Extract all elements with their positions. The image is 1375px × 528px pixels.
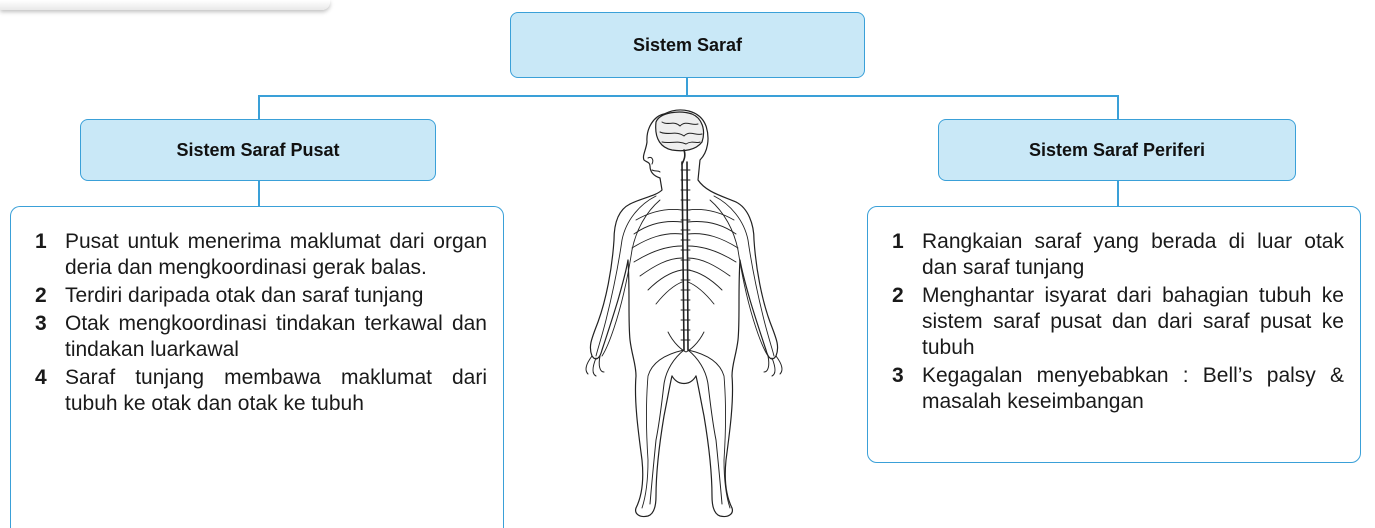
item-text: Kegagalan menyebabkan : Bell’s palsy & m… [922, 363, 1344, 415]
list-item: 3 Kegagalan menyebabkan : Bell’s palsy & … [892, 363, 1344, 415]
item-number: 1 [35, 229, 57, 255]
list-item: 1 Rangkaian saraf yang berada di luar ota… [892, 229, 1344, 281]
item-number: 3 [35, 311, 57, 337]
connector-root-down [686, 77, 688, 96]
page-tab-decoration [0, 0, 330, 10]
cns-title: Sistem Saraf Pusat [176, 140, 339, 161]
item-text: Saraf tunjang membawa maklumat dari tubu… [65, 365, 487, 417]
connector-left-down [258, 95, 260, 119]
item-text: Menghantar isyarat dari bahagian tubuh k… [922, 283, 1344, 361]
connector-right-panel [1117, 180, 1119, 207]
cns-list: 1 Pusat untuk menerima maklumat dari orga… [35, 229, 487, 417]
cns-node: Sistem Saraf Pusat [80, 119, 436, 181]
pns-node: Sistem Saraf Periferi [938, 119, 1296, 181]
item-text: Terdiri daripada otak dan saraf tunjang [65, 283, 487, 309]
root-node: Sistem Saraf [510, 12, 865, 78]
item-text: Otak mengkoordinasi tindakan terkawal da… [65, 311, 487, 363]
pns-title: Sistem Saraf Periferi [1029, 140, 1205, 161]
item-number: 2 [35, 283, 57, 309]
connector-horizontal [258, 95, 1118, 97]
list-item: 2 Terdiri daripada otak dan saraf tunjang [35, 283, 487, 309]
pns-list: 1 Rangkaian saraf yang berada di luar ota… [892, 229, 1344, 415]
item-number: 3 [892, 363, 914, 389]
nervous-system-illustration [556, 100, 816, 522]
item-number: 4 [35, 365, 57, 391]
list-item: 3 Otak mengkoordinasi tindakan terkawal d… [35, 311, 487, 363]
item-text: Pusat untuk menerima maklumat dari organ… [65, 229, 487, 281]
cns-details-panel: 1 Pusat untuk menerima maklumat dari orga… [10, 206, 504, 528]
list-item: 1 Pusat untuk menerima maklumat dari orga… [35, 229, 487, 281]
connector-right-down [1117, 95, 1119, 119]
connector-left-panel [258, 180, 260, 207]
list-item: 4 Saraf tunjang membawa maklumat dari tub… [35, 365, 487, 417]
item-number: 2 [892, 283, 914, 309]
root-title: Sistem Saraf [633, 35, 742, 56]
item-number: 1 [892, 229, 914, 255]
list-item: 2 Menghantar isyarat dari bahagian tubuh … [892, 283, 1344, 361]
item-text: Rangkaian saraf yang berada di luar otak… [922, 229, 1344, 281]
pns-details-panel: 1 Rangkaian saraf yang berada di luar ota… [867, 206, 1361, 463]
